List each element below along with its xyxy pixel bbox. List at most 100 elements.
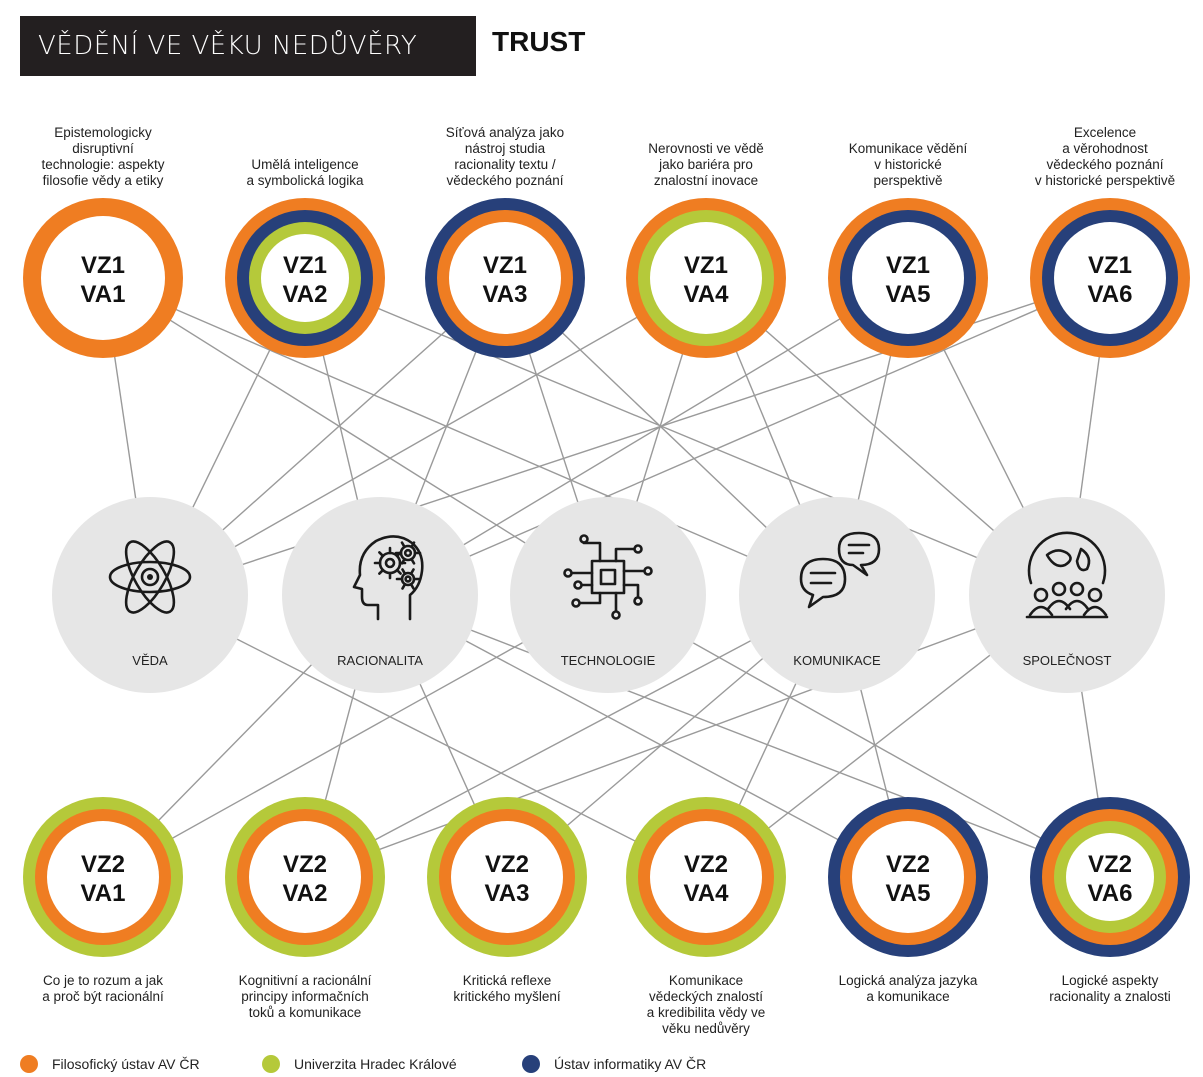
connection-line bbox=[304, 594, 1068, 878]
connection-line bbox=[304, 594, 838, 878]
hub-circle bbox=[52, 497, 248, 693]
node-label-line2: VA5 bbox=[886, 281, 931, 308]
node-label-line2: VA2 bbox=[283, 281, 328, 308]
node-label-line2: VA4 bbox=[684, 281, 730, 308]
node-center bbox=[852, 222, 964, 334]
hub-komunikace: KOMUNIKACE bbox=[739, 497, 935, 693]
hub-společnost: SPOLEČNOST bbox=[969, 497, 1165, 693]
legend-label: Univerzita Hradec Králové bbox=[294, 1056, 457, 1072]
connection-line bbox=[379, 594, 909, 878]
node-label-line1: VZ1 bbox=[283, 252, 327, 279]
connection-line bbox=[379, 277, 909, 596]
hub-circle bbox=[510, 497, 706, 693]
node-label-line2: VA1 bbox=[81, 880, 126, 907]
diagram-title: VĚDĚNÍ VE VĚKU NEDŮVĚRY bbox=[20, 16, 476, 76]
connection-line bbox=[304, 277, 1068, 596]
node-label-line2: VA3 bbox=[485, 880, 530, 907]
node-label-line1: VZ2 bbox=[81, 851, 125, 878]
node-center bbox=[261, 234, 349, 322]
hub-label: TECHNOLOGIE bbox=[561, 653, 656, 668]
node-label-line1: VZ1 bbox=[886, 252, 930, 279]
node-label-line1: VZ2 bbox=[1088, 851, 1132, 878]
hub-label: KOMUNIKACE bbox=[793, 653, 881, 668]
diagram-subtitle: TRUST bbox=[492, 26, 586, 57]
work-package-nodes: VZ1VA1VZ1VA2VZ1VA3VZ1VA4VZ1VA5VZ1VA6VZ2V… bbox=[23, 198, 1190, 957]
node-label-line1: VZ1 bbox=[684, 252, 728, 279]
node-center bbox=[47, 821, 159, 933]
connection-line bbox=[379, 277, 1111, 596]
node-label-line1: VZ1 bbox=[1088, 252, 1132, 279]
node-center bbox=[650, 222, 762, 334]
node-center bbox=[451, 821, 563, 933]
connection-line bbox=[102, 277, 838, 596]
hub-racionalita: RACIONALITA bbox=[282, 497, 478, 693]
atom-icon bbox=[108, 540, 192, 614]
hub-věda: VĚDA bbox=[52, 497, 248, 693]
node-center bbox=[41, 216, 165, 340]
chip-icon bbox=[563, 534, 653, 620]
node-center bbox=[449, 222, 561, 334]
node-label-line2: VA3 bbox=[483, 281, 528, 308]
node-label-line2: VA6 bbox=[1088, 880, 1133, 907]
node-label-line2: VA6 bbox=[1088, 281, 1133, 308]
head-gears-icon bbox=[352, 535, 424, 621]
node-label-line2: VA4 bbox=[684, 880, 730, 907]
globe-people-icon bbox=[1025, 531, 1109, 619]
node-label-line2: VA2 bbox=[283, 880, 328, 907]
connection-line bbox=[149, 594, 707, 878]
hub-label: RACIONALITA bbox=[337, 653, 423, 668]
connection-line bbox=[379, 594, 1111, 878]
node-label-line1: VZ2 bbox=[485, 851, 529, 878]
hub-label: SPOLEČNOST bbox=[1023, 653, 1112, 668]
node-label-line1: VZ1 bbox=[483, 252, 527, 279]
theme-hubs: VĚDA RACIONALITA TECHNOLOGIE KOMUNIKACE SPOL… bbox=[52, 497, 1165, 693]
connection-line bbox=[102, 277, 609, 596]
legend-dot-green bbox=[262, 1055, 280, 1073]
node-center bbox=[1066, 833, 1154, 921]
hub-label: VĚDA bbox=[132, 653, 168, 668]
node-center bbox=[1054, 222, 1166, 334]
node-label-line1: VZ2 bbox=[283, 851, 327, 878]
node-label-line1: VZ2 bbox=[886, 851, 930, 878]
node-label-line2: VA1 bbox=[81, 281, 126, 308]
node-label-line1: VZ1 bbox=[81, 252, 125, 279]
node-label-line2: VA5 bbox=[886, 880, 931, 907]
node-center bbox=[249, 821, 361, 933]
hub-circle bbox=[969, 497, 1165, 693]
connection-line bbox=[149, 277, 707, 596]
node-center bbox=[852, 821, 964, 933]
legend-dot-orange bbox=[20, 1055, 38, 1073]
speech-bubbles-icon bbox=[799, 531, 881, 609]
hub-technologie: TECHNOLOGIE bbox=[510, 497, 706, 693]
legend-label: Filosofický ústav AV ČR bbox=[52, 1056, 200, 1072]
node-center bbox=[650, 821, 762, 933]
node-label-line1: VZ2 bbox=[684, 851, 728, 878]
legend-label: Ústav informatiky AV ČR bbox=[554, 1056, 707, 1072]
hub-circle bbox=[282, 497, 478, 693]
